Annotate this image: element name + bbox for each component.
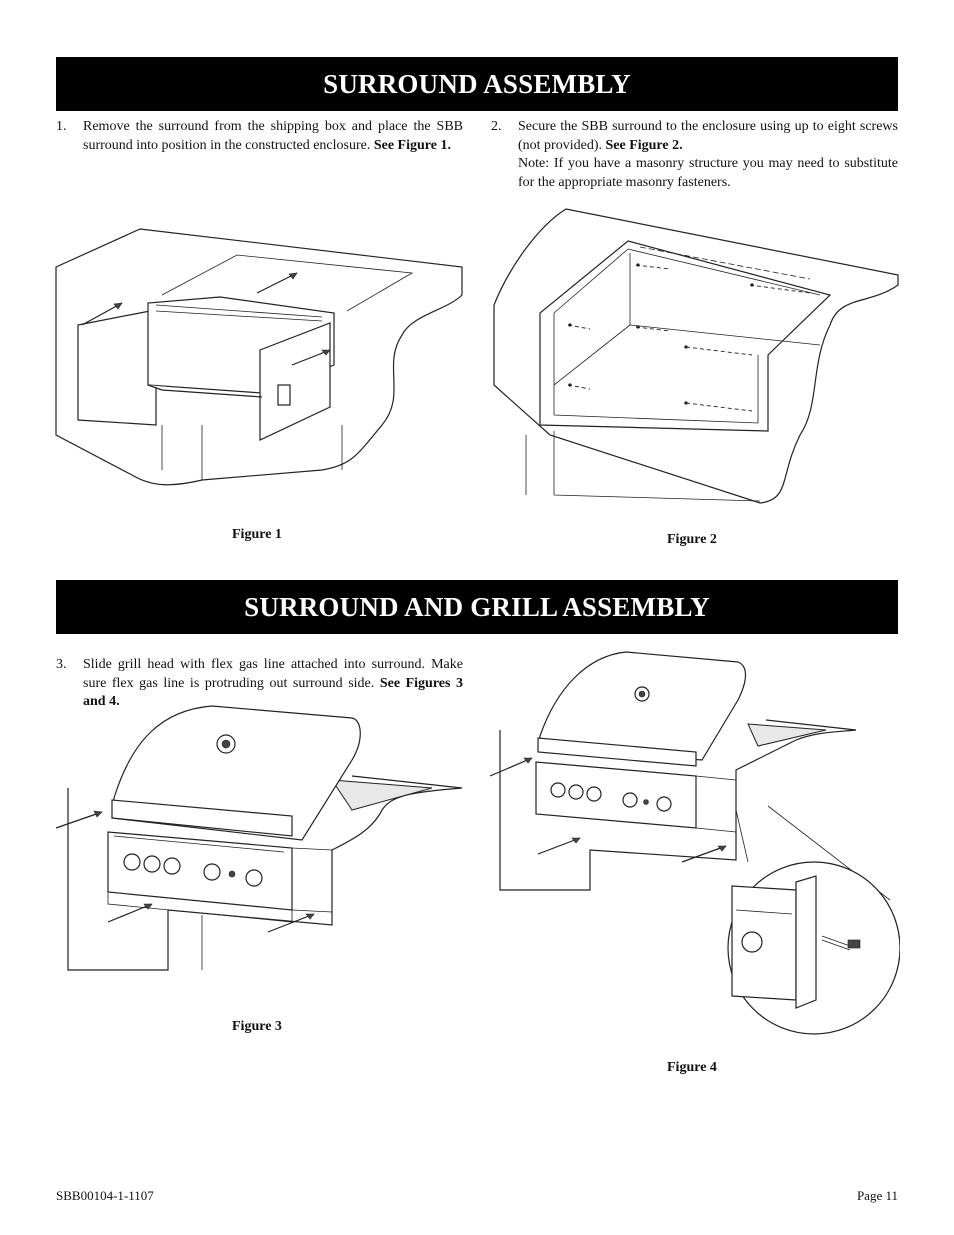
figure-3-caption: Figure 3	[232, 1019, 282, 1034]
step-text: Remove the surround from the shipping bo…	[83, 119, 463, 153]
figure-4-illustration	[489, 651, 900, 1035]
figure-2-caption: Figure 2	[667, 532, 717, 547]
figure-3-illustration	[55, 705, 463, 971]
step-note: Note: If you have a masonry structure yo…	[518, 156, 898, 190]
step-number: 3.	[56, 657, 67, 672]
step-number: 2.	[491, 119, 502, 134]
step-2: 2. Secure the SBB surround to the enclos…	[491, 118, 898, 192]
figure-reference: See Figures 3 and 4.	[83, 675, 463, 710]
section-title-surround-and-grill-assembly: SURROUND AND GRILL ASSEMBLY	[56, 580, 898, 634]
figure-1-illustration	[55, 228, 463, 486]
section-title-surround-assembly: SURROUND ASSEMBLY	[56, 57, 898, 111]
figure-2-illustration	[493, 208, 899, 504]
step-text: Slide grill head with flex gas line atta…	[83, 657, 463, 691]
page-number: Page 11	[856, 1188, 898, 1203]
figure-reference: See Figure 1.	[373, 137, 451, 153]
step-number: 1.	[56, 119, 67, 134]
figure-1-caption: Figure 1	[232, 527, 282, 542]
figure-reference: See Figure 2.	[605, 137, 683, 153]
step-text: Secure the SBB surround to the enclosure…	[518, 119, 898, 153]
document-number: SBB00104-1-1107	[56, 1188, 154, 1203]
step-1: 1. Remove the surround from the shipping…	[56, 118, 463, 155]
figure-4-caption: Figure 4	[667, 1060, 717, 1075]
step-3: 3. Slide grill head with flex gas line a…	[56, 656, 463, 712]
